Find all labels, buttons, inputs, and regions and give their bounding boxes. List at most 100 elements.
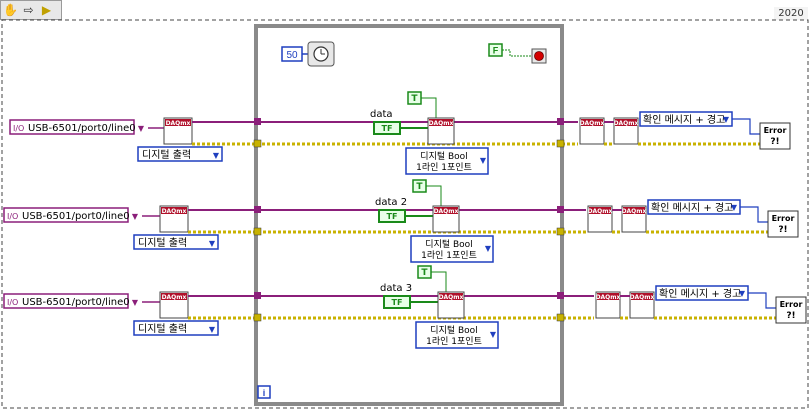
- error-handler-mark: ?!: [786, 311, 795, 321]
- daqmx-header: [581, 119, 603, 126]
- create-mode-label: 디지털 출력: [138, 323, 187, 335]
- error-handler-vi[interactable]: [759, 122, 791, 150]
- error-handler-mark: ?!: [778, 225, 787, 235]
- true-constant-value: T: [421, 268, 428, 278]
- run-icon[interactable]: ▶: [41, 3, 52, 17]
- data-label: data 3: [380, 283, 412, 294]
- channel-name: USB-6501/port0/line0: [28, 123, 136, 134]
- daqmx-header: [589, 207, 611, 214]
- daqmx-label: DAQmx: [588, 208, 613, 215]
- stop-constant-value: F: [493, 46, 499, 56]
- year-label: 2020: [774, 7, 808, 20]
- task-tunnel-left: [254, 118, 261, 125]
- data-label: data: [370, 109, 393, 120]
- write-mode-dropdown-icon: ▼: [485, 244, 492, 253]
- bool-array-value: TF: [392, 298, 403, 307]
- channel-dropdown-icon: ▼: [132, 212, 139, 221]
- error-handler-label: Error: [780, 300, 803, 309]
- daqmx-header: [165, 119, 191, 126]
- daqmx-header: [161, 293, 187, 300]
- error-handler-label: Error: [772, 214, 795, 223]
- write-mode-selector[interactable]: [410, 235, 494, 263]
- while-loop[interactable]: [254, 24, 564, 406]
- channel-constant[interactable]: [9, 119, 135, 135]
- daqmx-label: DAQmx: [614, 120, 639, 127]
- step-icon[interactable]: ⇨: [23, 3, 34, 17]
- channel-io-icon: I/O: [7, 298, 18, 307]
- error-tunnel-left: [253, 313, 262, 322]
- error-handler-label: Error: [764, 126, 787, 135]
- error-mode-dropdown-icon: ▼: [739, 289, 746, 298]
- daqmx-header: [623, 207, 645, 214]
- error-mode-label: 확인 메시지 + 경고: [643, 113, 725, 126]
- write-mode-dropdown-icon: ▼: [490, 330, 497, 339]
- channel-dropdown-icon: ▼: [132, 298, 139, 307]
- write-mode-line2: 1라인 1포인트: [426, 336, 482, 347]
- daqmx-label: DAQmx: [580, 120, 605, 127]
- error-tunnel-right: [556, 313, 565, 322]
- error-handler-vi[interactable]: [767, 210, 799, 238]
- error-mode-wire: [740, 206, 768, 223]
- write-mode-line1: 디지털 Bool: [420, 150, 467, 162]
- task-tunnel-right: [557, 206, 564, 213]
- data-label: data 2: [375, 197, 407, 208]
- error-tunnel-right: [556, 139, 565, 148]
- bool-array-value: TF: [382, 124, 393, 133]
- error-handler-vi[interactable]: [775, 296, 807, 324]
- channel-io-icon: I/O: [7, 212, 18, 221]
- create-mode-selector[interactable]: [133, 234, 219, 250]
- daqmx-header: [615, 119, 637, 126]
- true-wire: [426, 185, 442, 206]
- daqmx-label: DAQmx: [429, 120, 454, 127]
- daqmx-header: [631, 293, 653, 300]
- error-mode-dropdown-icon: ▼: [731, 203, 738, 212]
- diagram-frame: [1, 19, 809, 409]
- error-mode-dropdown-icon: ▼: [723, 115, 730, 124]
- error-mode-label: 확인 메시지 + 경고: [659, 287, 741, 300]
- error-mode-label: 확인 메시지 + 경고: [651, 201, 733, 214]
- true-constant-value: T: [416, 182, 423, 192]
- true-wire: [431, 271, 447, 292]
- daqmx-header: [161, 207, 187, 214]
- write-mode-selector[interactable]: [405, 147, 489, 175]
- channel-dropdown-icon: ▼: [138, 124, 145, 133]
- create-mode-selector[interactable]: [133, 320, 219, 336]
- daqmx-label: DAQmx: [630, 294, 655, 301]
- channel-name: USB-6501/port0/line0: [22, 297, 130, 308]
- channel-name: USB-6501/port0/line0: [22, 211, 130, 222]
- error-tunnel-right: [556, 227, 565, 236]
- true-constant-value: T: [411, 94, 418, 104]
- channel-io-icon: I/O: [13, 124, 24, 133]
- create-mode-dropdown-icon: ▼: [209, 325, 216, 334]
- error-mode-wire: [748, 292, 776, 309]
- true-wire: [421, 97, 437, 118]
- daqmx-header: [439, 293, 463, 300]
- write-mode-line1: 디지털 Bool: [430, 324, 477, 336]
- daqmx-label: DAQmx: [166, 120, 191, 127]
- create-mode-dropdown-icon: ▼: [209, 239, 216, 248]
- write-mode-line2: 1라인 1포인트: [416, 162, 472, 173]
- create-mode-selector[interactable]: [137, 146, 223, 162]
- channel-constant[interactable]: [3, 293, 129, 309]
- channel-constant[interactable]: [3, 207, 129, 223]
- error-mode-wire: [732, 118, 760, 135]
- write-mode-line1: 디지털 Bool: [425, 238, 472, 250]
- wait-ms-value: 50: [286, 50, 298, 61]
- write-mode-selector[interactable]: [415, 321, 499, 349]
- daqmx-label: DAQmx: [162, 208, 187, 215]
- hand-icon[interactable]: ✋: [3, 3, 18, 17]
- daqmx-label: DAQmx: [622, 208, 647, 215]
- create-mode-label: 디지털 출력: [138, 237, 187, 249]
- create-mode-label: 디지털 출력: [142, 149, 191, 161]
- daqmx-header: [597, 293, 619, 300]
- daqmx-header: [429, 119, 453, 126]
- error-tunnel-left: [253, 139, 262, 148]
- error-handler-mark: ?!: [770, 137, 779, 147]
- daqmx-header: [434, 207, 458, 214]
- stop-wire: [502, 49, 532, 57]
- task-tunnel-right: [557, 118, 564, 125]
- task-tunnel-right: [557, 292, 564, 299]
- stop-button-icon: [534, 51, 544, 61]
- error-tunnel-left: [253, 227, 262, 236]
